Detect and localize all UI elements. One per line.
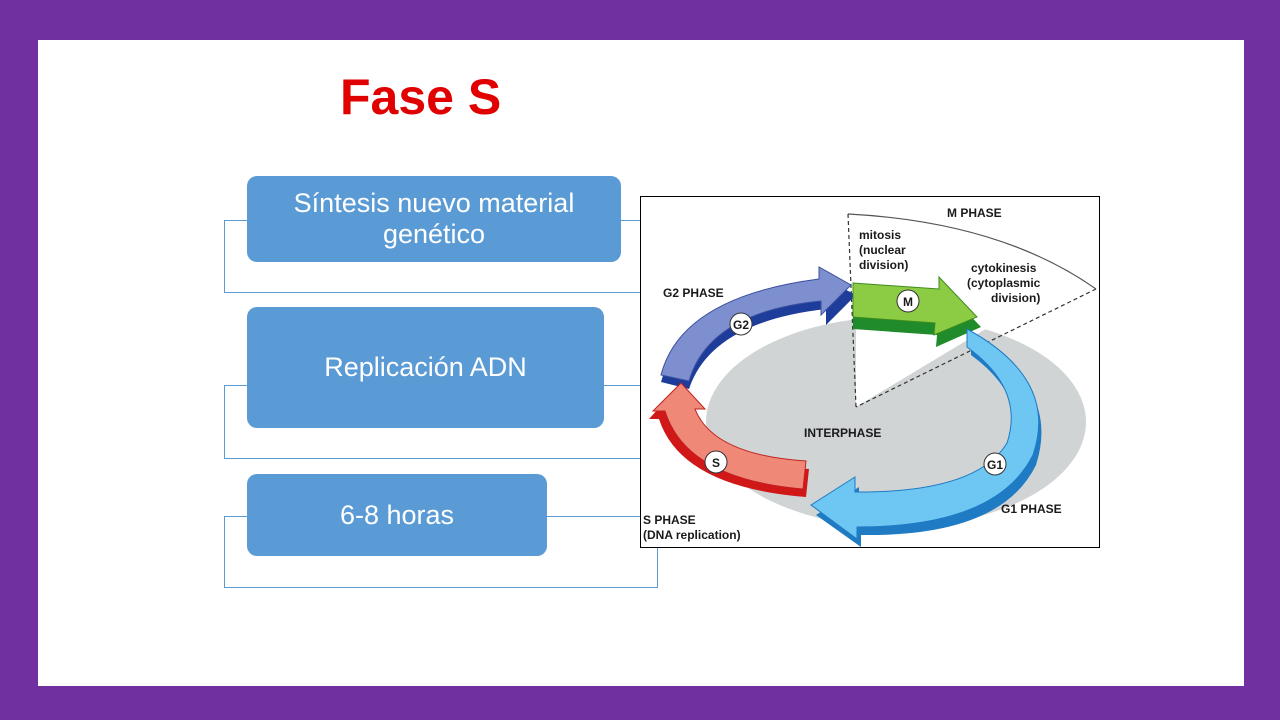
s-badge-circle [704,450,728,474]
g2-arrow-shadow [661,277,856,389]
cytokinesis-label-2: (cytoplasmic [967,276,1041,290]
m-phase-label: M PHASE [947,206,1002,220]
s-badge: S [712,456,720,470]
s-phase-label-1: S PHASE [643,513,696,527]
item-duration-box: 6-8 horas [247,474,547,556]
cell-cycle-diagram: G2 M G1 S M PHASE mitosis (nuclear divis… [640,196,1100,548]
m-phase-arc [847,213,1097,290]
m-badge: M [903,295,913,309]
s-phase-label-2: (DNA replication) [643,528,741,542]
slide-title: Fase S [340,69,502,125]
cell-cycle-svg: G2 M G1 S M PHASE mitosis (nuclear divis… [643,206,1097,547]
g1-arrow [810,328,1040,540]
item-dna-replication-box: Replicación ADN [247,307,604,428]
g2-phase-label: G2 PHASE [663,286,724,300]
cytokinesis-label-1: cytokinesis [971,261,1037,275]
mitosis-label-2: (nuclear [859,243,906,257]
g1-badge: G1 [987,458,1003,472]
g2-badge: G2 [733,318,749,332]
g2-arrow [660,266,852,382]
item-synthesis-box: Síntesis nuevo material genético [247,176,621,262]
cytokinesis-label-3: division) [991,291,1040,305]
g1-badge-circle [983,452,1007,476]
mitosis-label-3: division) [859,258,908,272]
s-arrow [651,382,807,490]
m-badge-circle [896,289,920,313]
g2-badge-circle [729,312,753,336]
g1-phase-label: G1 PHASE [1001,502,1062,516]
interphase-label: INTERPHASE [804,426,881,440]
mitosis-label-1: mitosis [859,228,901,242]
